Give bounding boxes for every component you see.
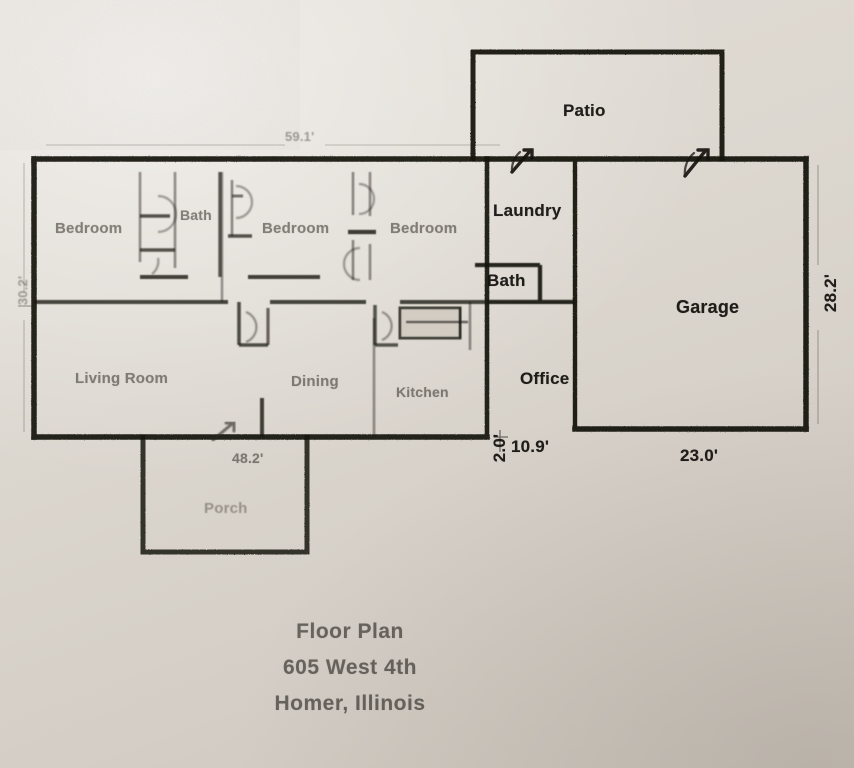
dimension-top-width: 59.1' — [285, 129, 315, 144]
room-label-bedroom-2: Bedroom — [262, 220, 330, 237]
room-label-office: Office — [520, 369, 570, 388]
door-swing-patio-left — [510, 148, 534, 174]
dimension-garage-depth: 28.2' — [821, 273, 841, 313]
room-label-porch: Porch — [204, 500, 248, 517]
porch-walls — [140, 434, 310, 555]
interior-walls-living — [237, 302, 472, 437]
door-swing-porch — [211, 421, 236, 442]
room-label-bedroom-1: Bedroom — [55, 220, 123, 237]
garage-walls — [484, 156, 809, 432]
room-label-bath-1: Bath — [180, 207, 212, 223]
dimension-wing-width: 10.9' — [511, 437, 550, 456]
room-label-kitchen: Kitchen — [396, 384, 449, 400]
interior-walls-wing — [475, 262, 575, 305]
dimension-garage-width: 23.0' — [680, 446, 719, 465]
door-swing-arcs-bedrooms — [151, 182, 376, 282]
room-label-bath-2: Bath — [487, 271, 526, 290]
room-label-laundry: Laundry — [493, 201, 562, 220]
dimension-wing-offset: 2.0' — [490, 433, 510, 463]
room-label-living-room: Living Room — [75, 370, 169, 387]
caption-address: 605 West 4th — [283, 656, 417, 679]
patio-walls — [470, 49, 725, 162]
room-label-patio: Patio — [563, 101, 606, 120]
interior-walls-bedrooms — [34, 172, 487, 304]
dimension-left-depth: 30.2' — [15, 275, 31, 306]
room-label-garage: Garage — [676, 297, 740, 317]
door-swing-patio-right — [683, 148, 710, 178]
door-swing-arcs-living — [245, 310, 393, 344]
room-label-dining: Dining — [291, 373, 339, 390]
caption-city-state: Homer, Illinois — [274, 692, 426, 715]
room-label-bedroom-3: Bedroom — [390, 220, 458, 237]
dimension-bottom-main-width: 48.2' — [232, 450, 264, 466]
caption-title: Floor Plan — [296, 620, 404, 643]
